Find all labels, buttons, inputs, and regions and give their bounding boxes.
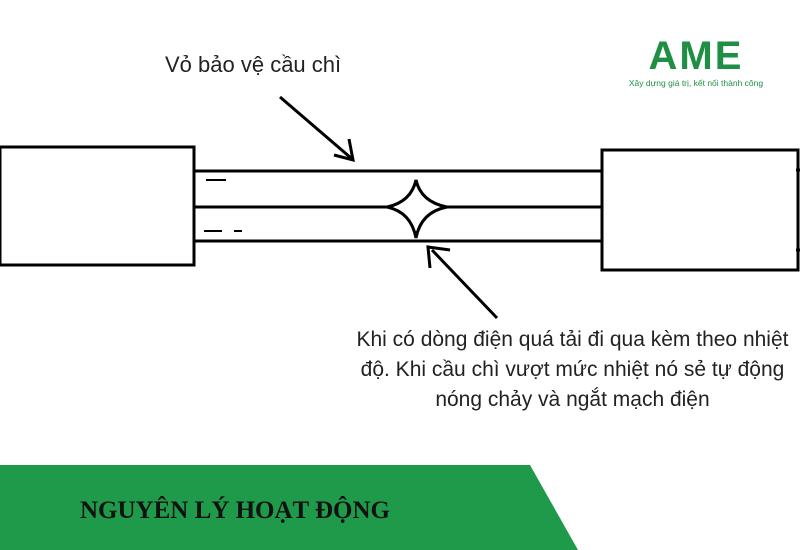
title-banner [0, 465, 578, 550]
melting-point-star-icon [386, 179, 448, 239]
left-terminal-block [0, 145, 196, 267]
melt-arrow-head-icon [426, 245, 451, 269]
right-terminal-block [600, 148, 800, 272]
banner-title: NGUYÊN LÝ HOẠT ĐỘNG [80, 497, 390, 524]
casing-label: Vỏ bảo vệ cầu chì [165, 52, 342, 77]
casing-arrow-shaft [279, 95, 352, 160]
logo-tagline: Xây dựng giá trị, kết nối thành công [628, 78, 764, 88]
melt-arrow-shaft [430, 248, 499, 320]
logo-text: AME [648, 34, 744, 78]
banner-shape [0, 465, 578, 550]
overload-note: Khi có dòng điện quá tải đi qua kèm theo… [356, 328, 789, 411]
casing-arrow-head-icon [333, 138, 355, 163]
ame-logo: AME Xây dựng giá trị, kết nối thành công [626, 36, 766, 88]
